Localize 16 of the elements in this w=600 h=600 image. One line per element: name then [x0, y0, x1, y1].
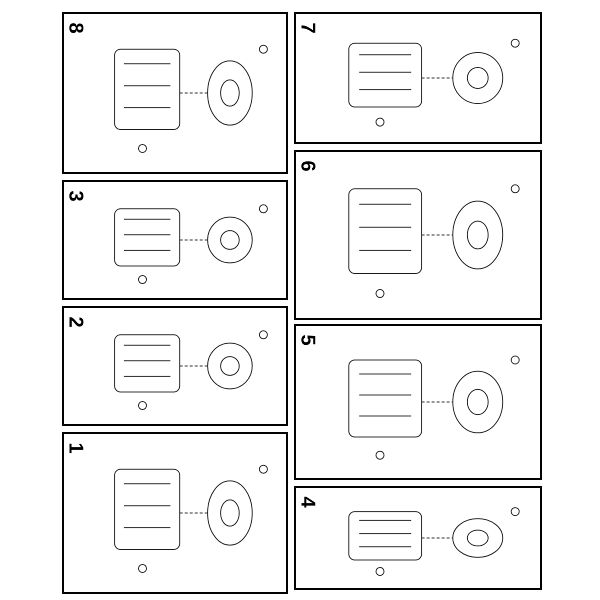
panel-number: 3 [66, 190, 86, 202]
diagram-panel [294, 12, 542, 144]
diagram-panel [62, 12, 288, 174]
diagram-panel [294, 324, 542, 480]
panel-number: 4 [298, 496, 318, 508]
panel-number: 6 [298, 160, 318, 172]
panel-number: 2 [66, 316, 86, 328]
diagram-panel [294, 150, 542, 320]
panel-number: 8 [66, 22, 86, 34]
panel-number: 5 [298, 334, 318, 346]
panel-number: 1 [66, 442, 86, 454]
diagram-panel [294, 486, 542, 590]
panel-number: 7 [298, 22, 318, 34]
diagram-panel [62, 180, 288, 300]
diagram-panel [62, 306, 288, 426]
diagram-panel [62, 432, 288, 594]
